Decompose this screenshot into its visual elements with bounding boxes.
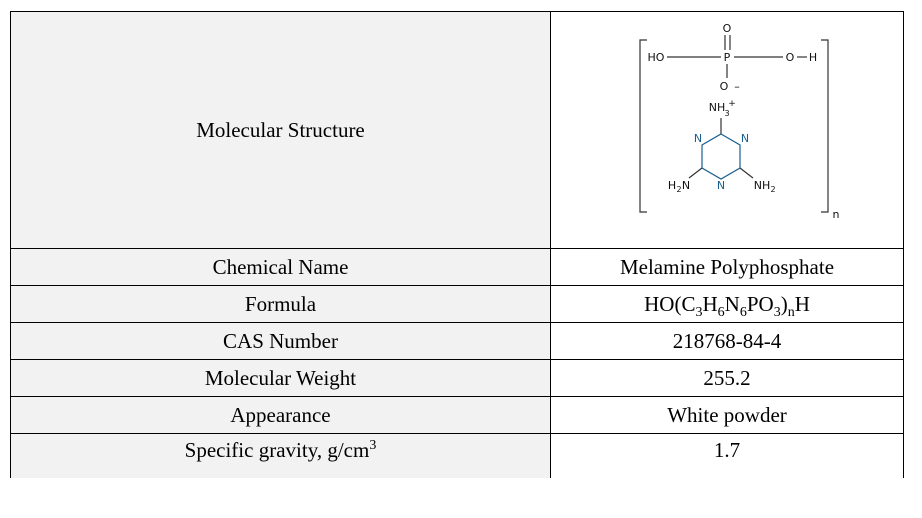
nh3-charge: +	[728, 99, 736, 109]
row-value: 255.2	[550, 359, 904, 397]
repeat-n-label: n	[833, 208, 840, 221]
formula-value: HO(C3H6N6PO3)nH	[550, 285, 904, 323]
nh3-subscript: 3	[724, 109, 729, 118]
h2n-subscript: 2	[676, 185, 681, 194]
oxygen-top-label: O	[723, 22, 732, 35]
table-row: CAS Number 218768-84-4	[10, 322, 904, 360]
table-row: Chemical Name Melamine Polyphosphate	[10, 248, 904, 286]
properties-table: Molecular Structure	[10, 11, 904, 478]
row-label: Molecular Structure	[10, 11, 551, 249]
row-label: Molecular Weight	[10, 359, 551, 397]
ring-nitrogen-1: N	[694, 132, 702, 145]
row-value: Melamine Polyphosphate	[550, 248, 904, 286]
row-value: White powder	[550, 396, 904, 434]
row-label: Specific gravity, g/cm3	[10, 433, 551, 478]
table-row: Molecular Structure	[10, 11, 904, 249]
nh2-subscript: 2	[770, 185, 775, 194]
row-value: 218768-84-4	[550, 322, 904, 360]
oxygen-minus-label: O	[720, 80, 729, 93]
ring-nitrogen-3: N	[717, 179, 725, 192]
nh2-label: NH	[754, 179, 771, 192]
minus-sign: –	[734, 80, 740, 93]
oxygen-right-label: O	[786, 51, 795, 64]
row-value: 1.7	[550, 433, 904, 478]
row-label: Chemical Name	[10, 248, 551, 286]
table-row: Molecular Weight 255.2	[10, 359, 904, 397]
row-label: Formula	[10, 285, 551, 323]
h2n-h-label: H	[668, 179, 676, 192]
phosphorus-label: P	[724, 51, 731, 64]
structure-cell: HO O P O H O – NH 3 + N N N H	[550, 11, 904, 249]
ring-nitrogen-2: N	[741, 132, 749, 145]
ho-label: HO	[648, 51, 665, 64]
table-row: Specific gravity, g/cm3 1.7	[10, 433, 904, 478]
h2n-n-label: N	[682, 179, 690, 192]
row-label: Appearance	[10, 396, 551, 434]
nh3-label: NH	[709, 101, 726, 114]
row-label: CAS Number	[10, 322, 551, 360]
table-row: Appearance White powder	[10, 396, 904, 434]
molecular-structure-diagram: HO O P O H O – NH 3 + N N N H	[639, 22, 840, 221]
hydrogen-label: H	[809, 51, 817, 64]
table-row: Formula HO(C3H6N6PO3)nH	[10, 285, 904, 323]
